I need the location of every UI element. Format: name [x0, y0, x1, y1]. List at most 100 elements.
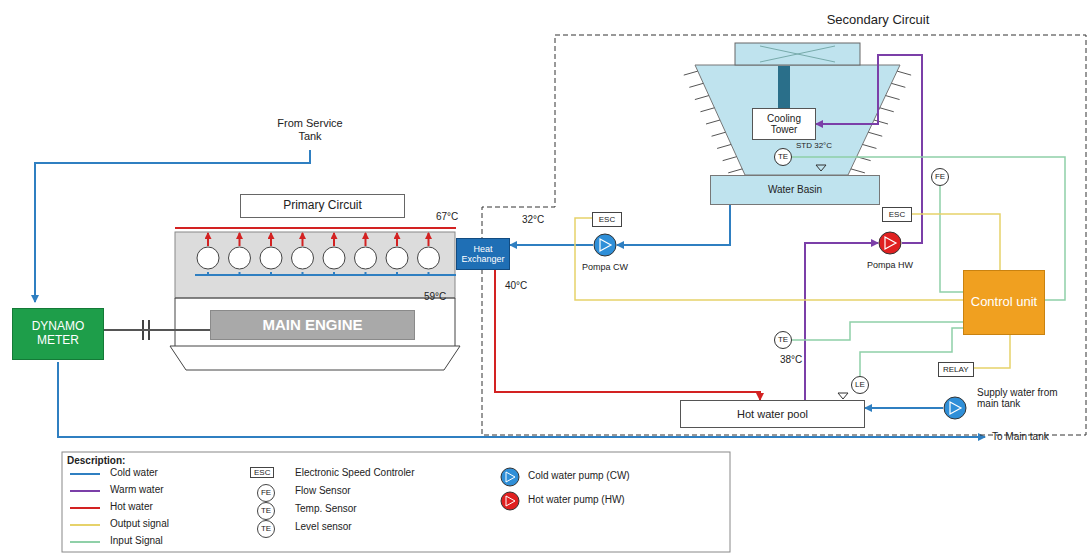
cold-water-pump: Pompa CW	[593, 233, 617, 257]
dashed-outline	[482, 35, 1088, 435]
legend-symbol: FE	[257, 484, 275, 502]
legend-text: Hot water	[110, 501, 153, 513]
legend-line	[70, 507, 100, 509]
dynamometer: DYNAMO METER	[12, 308, 104, 360]
hot-arrow	[365, 233, 367, 246]
legend-line	[70, 524, 100, 526]
heat-exchanger: Heat Exchanger	[456, 238, 510, 270]
fin	[689, 83, 703, 87]
cylinder	[418, 247, 440, 269]
supply-pump: Supply water from main tank	[943, 396, 967, 420]
setpoint: STD 32°C	[796, 141, 832, 150]
cylinder	[197, 247, 219, 269]
connector	[510, 244, 593, 246]
hot-arrow	[207, 233, 209, 246]
source-note: From Service Tank	[270, 117, 350, 142]
temperature: 67°C	[436, 211, 458, 223]
legend-heading: Description:	[67, 455, 125, 467]
cylinder	[323, 247, 345, 269]
temperature: 59°C	[424, 291, 446, 303]
temperature: 67°C	[436, 211, 458, 223]
fin	[851, 169, 865, 173]
temperature: 40°C	[505, 280, 527, 292]
legend-line	[70, 473, 100, 475]
legend-entry: Cold water pump (CW)	[528, 470, 630, 482]
control-unit: Control unit	[963, 270, 1045, 335]
cylinder	[355, 247, 377, 269]
fin	[897, 71, 911, 75]
fin	[728, 169, 742, 173]
node-label: Primary Circuit	[283, 199, 362, 213]
legend-entry: Temp. Sensor	[295, 503, 357, 515]
legend-text: Warm water	[110, 484, 164, 496]
cold-arrow	[239, 272, 241, 275]
connector	[104, 329, 210, 331]
cold-arrow	[302, 272, 304, 275]
level-mark	[838, 393, 848, 399]
destination-note: To Main tank	[992, 431, 1049, 443]
main-tank-line	[58, 362, 985, 437]
pump-symbol	[878, 231, 902, 255]
legend-text: Output signal	[110, 518, 169, 530]
legend-entry: Input Signal	[110, 535, 163, 547]
legend-text: Cold water pump (CW)	[528, 470, 630, 482]
hot-arrow	[270, 233, 272, 246]
connector	[617, 205, 730, 245]
fin	[891, 83, 905, 87]
fin	[706, 120, 720, 124]
node-label: TE	[778, 335, 788, 344]
temp-sensor: TE	[774, 331, 792, 349]
pump-body	[944, 397, 966, 419]
level-sensor: LE	[851, 376, 869, 394]
cylinder	[260, 247, 282, 269]
hot-water-pump: Pompa HW	[878, 231, 902, 255]
speed-controller: ESC	[882, 207, 912, 222]
pump-impeller	[600, 239, 611, 251]
legend-symbol: TE	[257, 520, 275, 538]
legend-pump	[501, 492, 519, 510]
legend-text: Level sensor	[295, 521, 352, 533]
node-label: Control unit	[971, 295, 1037, 310]
flow-sensor: FE	[931, 168, 949, 186]
legend-text: Cold water	[110, 467, 158, 479]
speed-controller: ESC	[592, 212, 622, 227]
primary-circuit-box: Primary Circuit	[240, 194, 405, 218]
legend-pump	[506, 472, 515, 482]
connector	[575, 218, 963, 300]
hot-arrow	[333, 233, 335, 246]
legend-entry: Cold water	[110, 467, 158, 479]
legend-entry: Output signal	[110, 518, 169, 530]
legend-text: Hot water pump (HW)	[528, 494, 625, 506]
legend-entry: Warm water	[110, 484, 164, 496]
legend-frame	[62, 452, 730, 552]
connector	[912, 214, 1000, 270]
node-label: Heat Exchanger	[461, 244, 505, 265]
legend-entry: Hot water pump (HW)	[528, 494, 625, 506]
node-label: DYNAMO METER	[17, 320, 99, 348]
node-label: ESC	[599, 215, 615, 224]
hot-arrow	[302, 233, 304, 246]
connector	[495, 270, 760, 400]
legend-heading: Description:	[67, 455, 125, 467]
node-label: ESC	[889, 210, 905, 219]
node-label: Pompa HW	[867, 260, 913, 270]
legend-text: Temp. Sensor	[295, 503, 357, 515]
legend-symbol: TE	[261, 506, 271, 515]
legend-entry: Level sensor	[295, 521, 352, 533]
fin	[684, 71, 698, 75]
node-label: MAIN ENGINE	[262, 316, 362, 333]
cylinder	[386, 247, 408, 269]
legend-pump	[506, 496, 515, 506]
legend-text: Input Signal	[110, 535, 163, 547]
cylinder	[229, 247, 251, 269]
legend-symbol: TE	[261, 524, 271, 533]
legend-entry: Flow Sensor	[295, 485, 351, 497]
legend-symbol: ESC	[250, 467, 274, 478]
legend-line	[70, 490, 100, 492]
legend-symbol: FE	[261, 488, 271, 497]
legend-symbol: ESC	[254, 468, 270, 477]
secondary-circuit-region: Secondary CircuitCooling TowerTEWater Ba…	[482, 35, 1088, 435]
node-label: Pompa CW	[582, 262, 628, 272]
fin	[717, 144, 731, 148]
temperature: 38°C	[780, 354, 802, 366]
